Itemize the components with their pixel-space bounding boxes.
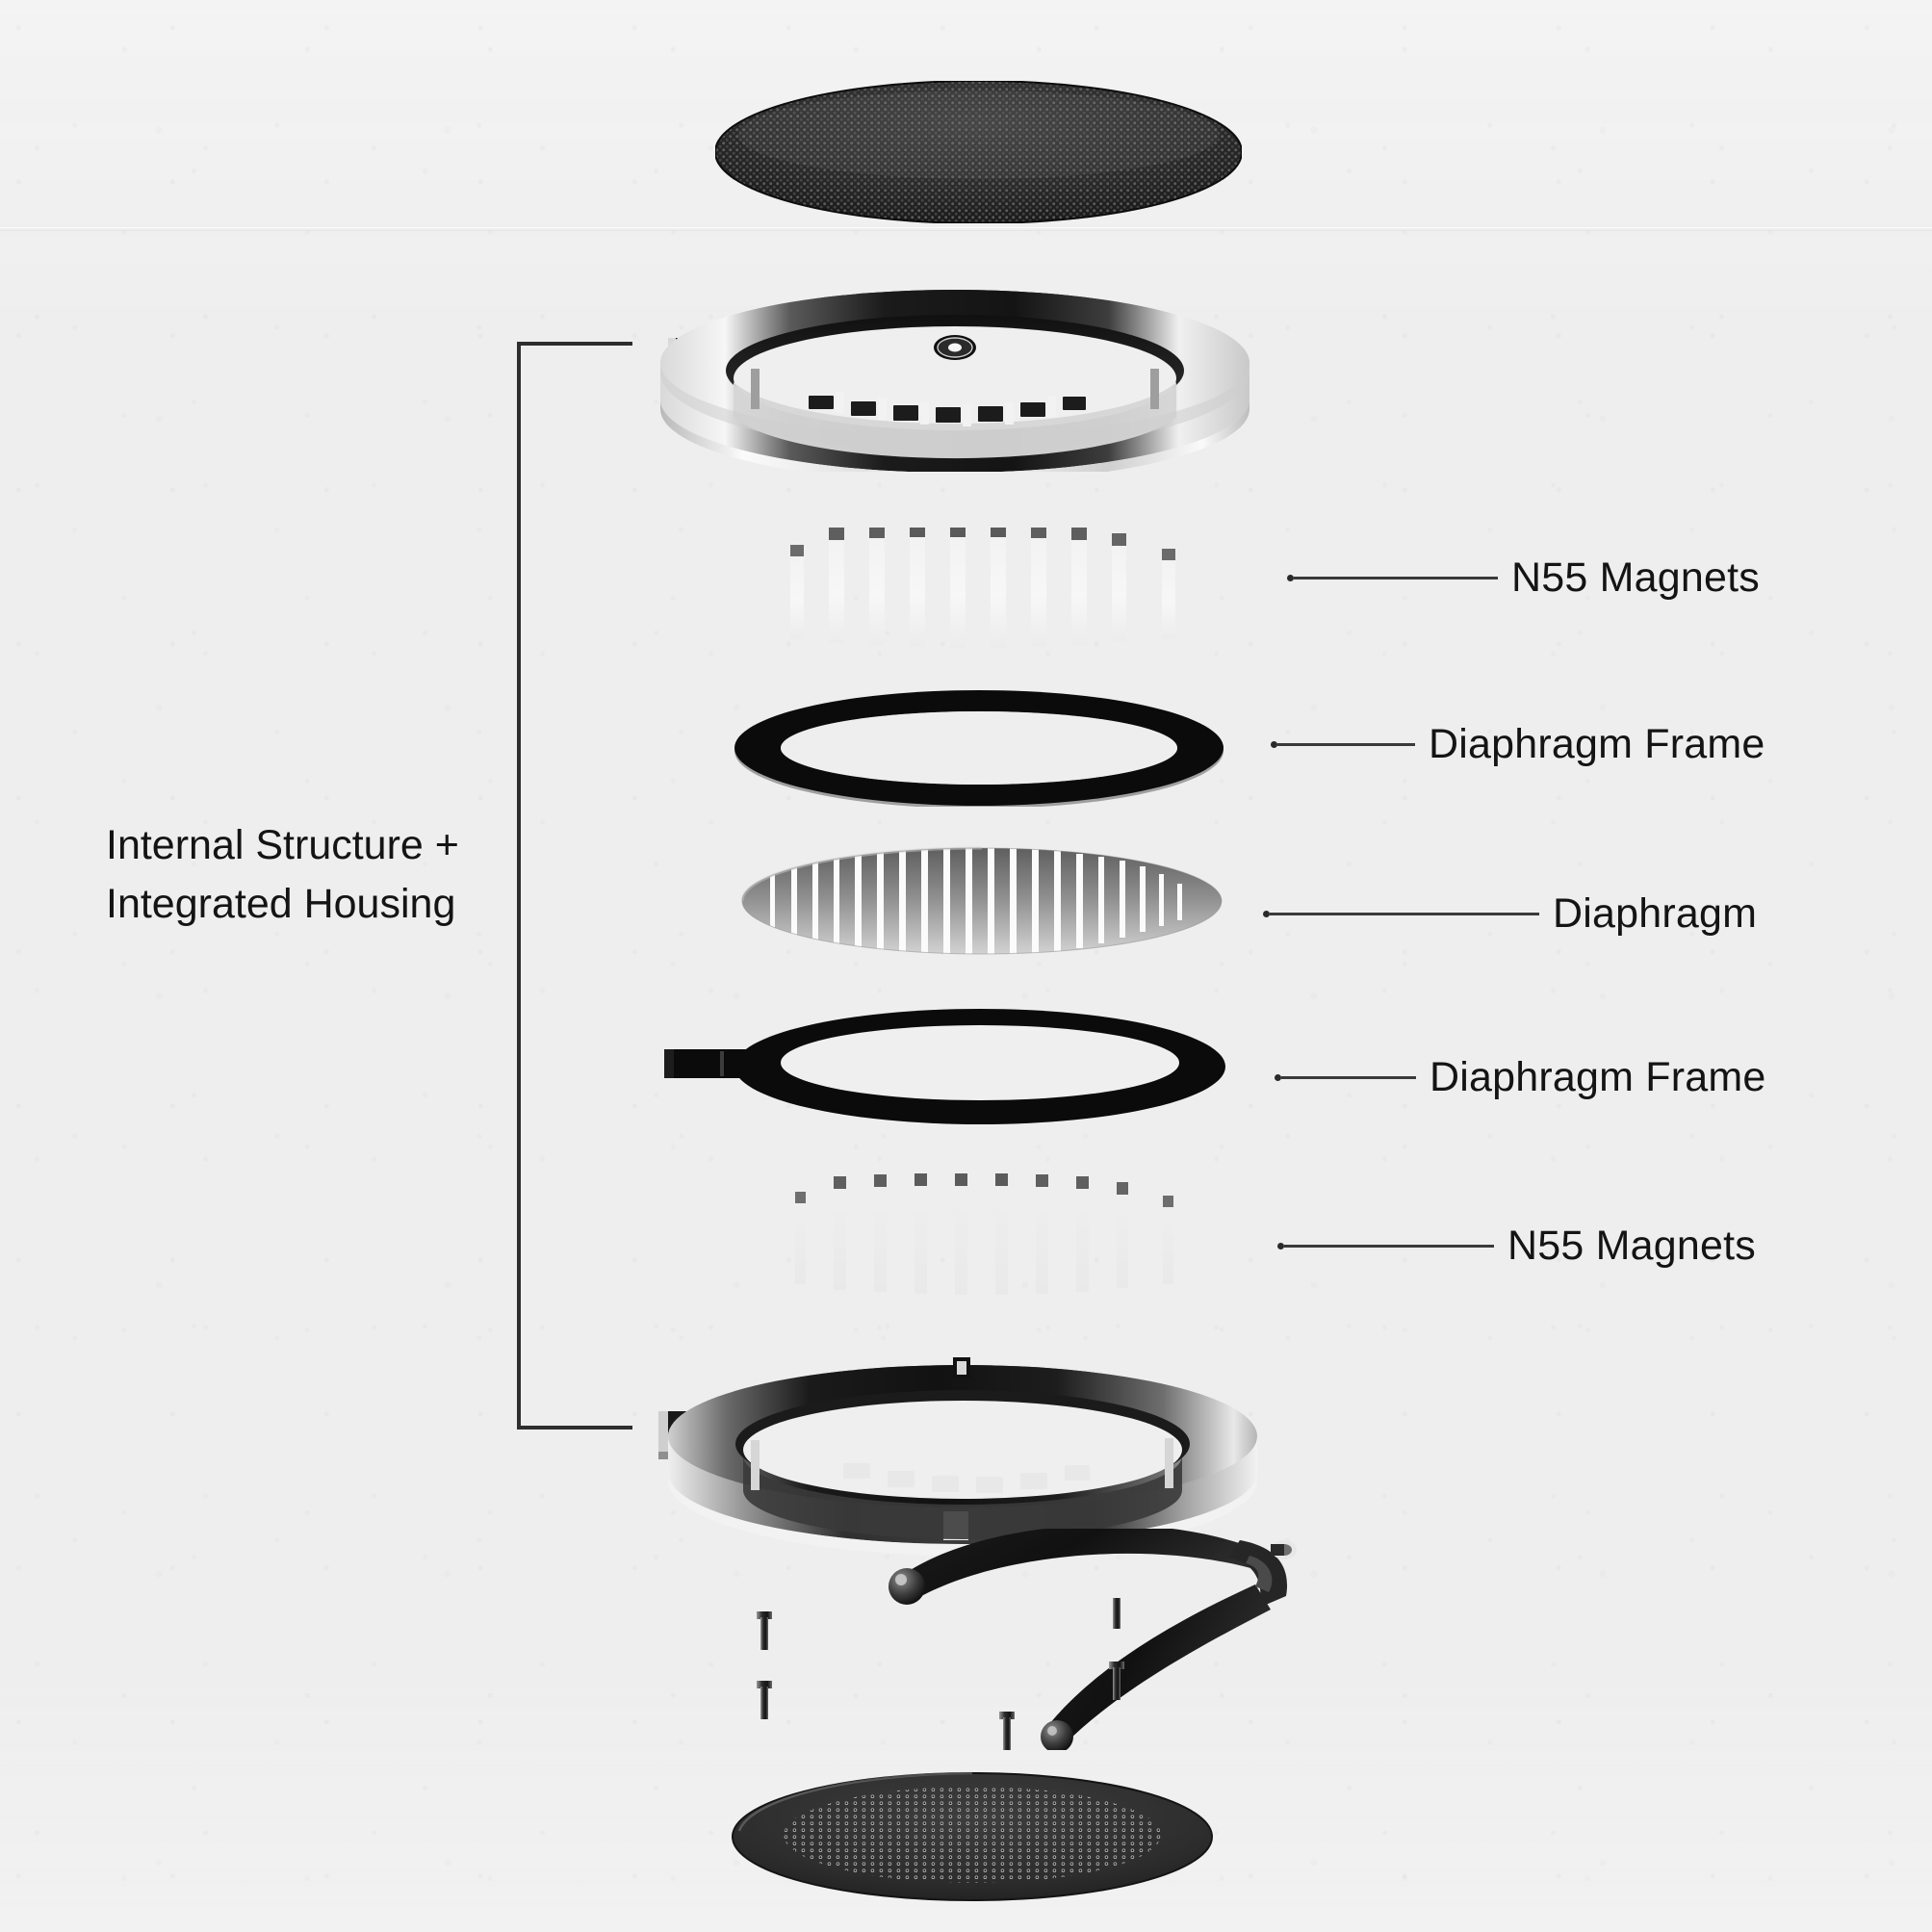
callout-diaphragm-frame-lower: Diaphragm Frame [1275,1054,1766,1101]
upper-chrome-housing-ring [647,255,1263,482]
callout-leader-line [1284,1245,1494,1248]
callout-diaphragm-frame-upper: Diaphragm Frame [1271,721,1765,768]
bracket-bottom-arm [517,1426,632,1430]
callout-leader-line [1294,577,1498,580]
diaphragm [740,843,1223,968]
perforated-back-plate [732,1767,1213,1912]
callout-dot-icon [1287,575,1294,581]
callout-dot-icon [1277,1243,1284,1249]
lower-housing-ring [658,1336,1265,1558]
n55-magnets-lower-row [787,1172,1192,1317]
group-label: Internal Structure + Integrated Housing [106,816,520,934]
callout-leader-line [1277,743,1415,746]
callout-label: N55 Magnets [1507,1223,1756,1269]
callout-label: Diaphragm [1553,890,1758,937]
bracket-vertical [517,342,521,1430]
diaphragm-frame-upper [734,689,1224,809]
callout-label: Diaphragm Frame [1429,721,1765,767]
callout-label: Diaphragm Frame [1430,1054,1766,1100]
callout-dot-icon [1263,911,1270,917]
background-seam-line-shadow [0,230,1932,231]
mesh-grille-cover [714,80,1243,224]
group-label-line2: Integrated Housing [106,881,456,928]
callout-leader-line [1281,1076,1416,1079]
callout-n55-magnets-upper: N55 Magnets [1287,554,1760,602]
background-seam-line [0,227,1932,228]
n55-magnets-upper-row [785,525,1189,668]
callout-label: N55 Magnets [1511,554,1760,601]
callout-diaphragm: Diaphragm [1263,890,1757,938]
callout-leader-line [1270,913,1539,915]
callout-dot-icon [1275,1074,1281,1081]
callout-n55-magnets-lower: N55 Magnets [1277,1223,1756,1270]
group-label-line1: Internal Structure + [106,822,459,868]
diaphragm-frame-lower [664,1007,1227,1132]
bracket-top-arm [517,342,632,346]
callout-dot-icon [1271,741,1277,748]
headband-yoke-bracket [857,1524,1319,1753]
